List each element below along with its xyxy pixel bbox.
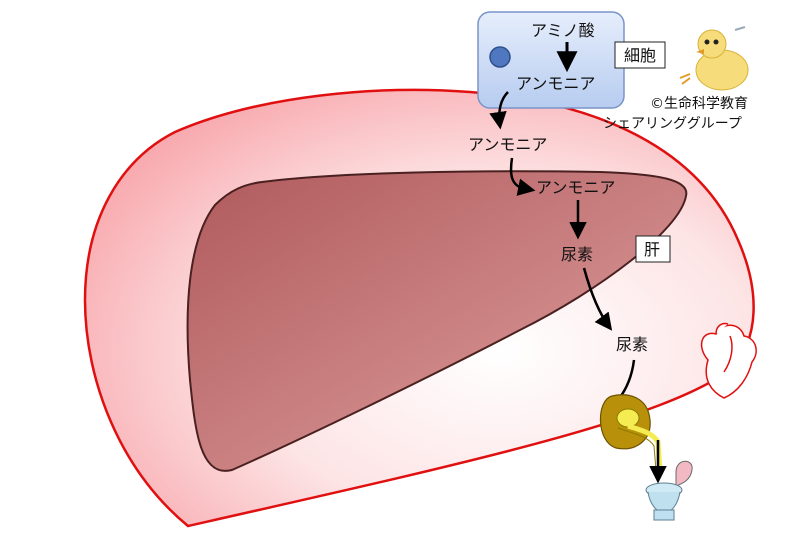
liver-label: 肝 xyxy=(644,240,660,259)
toilet-icon xyxy=(645,460,693,521)
credit-line1: ©生命科学教育 xyxy=(650,95,748,112)
kidney-icon xyxy=(599,394,651,450)
liver-ammonia-label: アンモニア xyxy=(536,178,615,197)
liver-shape xyxy=(186,170,688,472)
liver-label-box xyxy=(635,235,671,263)
liver-urea-label: 尿素 xyxy=(561,245,593,264)
credit-line2: シェアリンググループ xyxy=(603,116,742,132)
ureter-outline xyxy=(617,427,657,471)
blood-ammonia-label: アンモニア xyxy=(468,135,547,154)
cell-label-box xyxy=(614,41,666,69)
arrow-blood-to-liver xyxy=(509,157,536,196)
heart-icon xyxy=(700,322,757,399)
cell-nucleus xyxy=(489,46,511,68)
arrow-cell-to-blood xyxy=(489,91,509,130)
amino-acid-label: アミノ酸 xyxy=(531,21,595,40)
chick-icon xyxy=(679,26,749,91)
arrow-liver-urea-to-blood xyxy=(582,267,613,331)
blood-urea-label: 尿素 xyxy=(616,335,648,354)
cell-ammonia-label: アンモニア xyxy=(516,74,595,93)
cell-label: 細胞 xyxy=(624,46,656,65)
